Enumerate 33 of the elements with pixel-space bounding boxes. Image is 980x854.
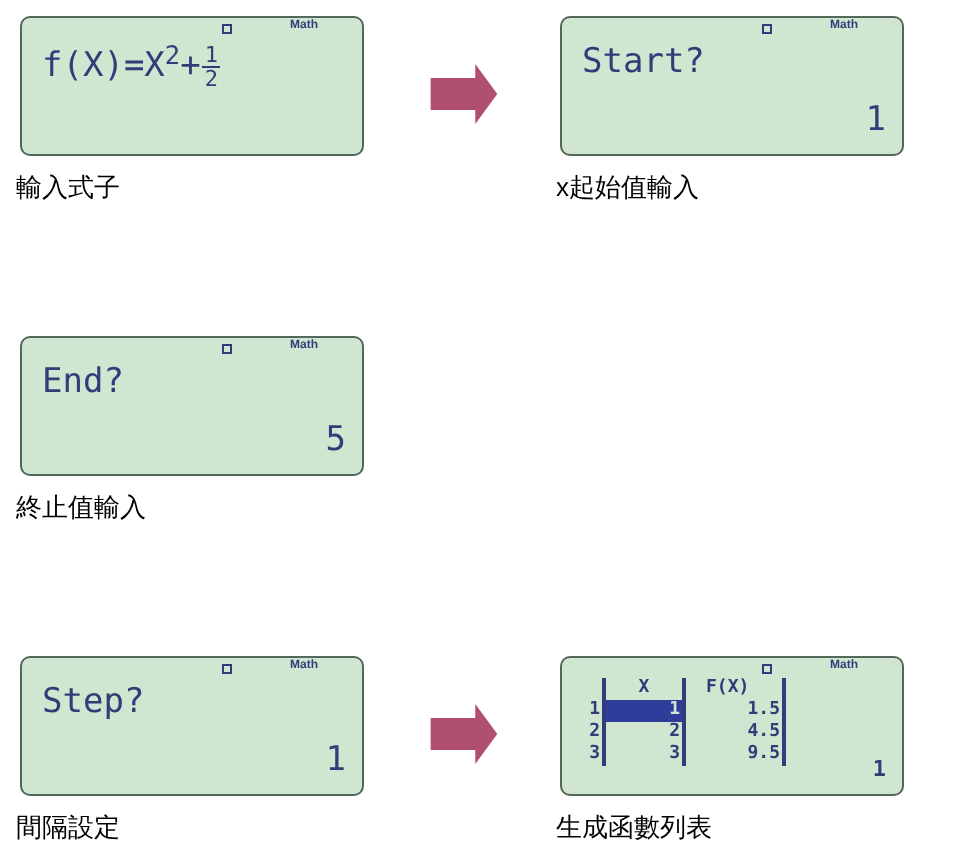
calculator-screen bbox=[20, 336, 364, 476]
column-header: X bbox=[638, 678, 650, 700]
input-value: 1 bbox=[865, 97, 886, 143]
calculator-screen bbox=[20, 656, 364, 796]
column-header: F(X) bbox=[706, 678, 750, 700]
table-cell: 4.5 bbox=[747, 722, 780, 744]
selected-cell: 1 bbox=[606, 700, 682, 722]
row-number: 3 bbox=[589, 744, 600, 766]
calculator-screen bbox=[20, 16, 364, 156]
prompt-text: Start? bbox=[582, 40, 705, 86]
input-value: 1 bbox=[872, 753, 886, 785]
table-cell: 2 bbox=[669, 722, 682, 744]
block-arrow bbox=[430, 704, 498, 764]
table-cell: 3 bbox=[669, 744, 682, 766]
formula-text: f(X)=X$^{2}$+ bbox=[42, 42, 201, 90]
input-value: 5 bbox=[325, 417, 346, 463]
fraction-numerator: 1 bbox=[202, 44, 220, 69]
input-value: 1 bbox=[325, 737, 346, 783]
step-caption: 終止值輸入 bbox=[16, 490, 146, 526]
calculator-screen bbox=[560, 656, 904, 796]
step-caption: 間隔設定 bbox=[16, 810, 120, 846]
calculator-screen bbox=[560, 16, 904, 156]
table-cell: 9.5 bbox=[747, 744, 780, 766]
step-caption: 輸入式子 bbox=[16, 170, 120, 206]
prompt-text: End? bbox=[42, 360, 124, 406]
block-arrow bbox=[430, 64, 498, 124]
step-caption: x起始值輸入 bbox=[556, 170, 699, 206]
row-number: 1 bbox=[589, 700, 600, 722]
step-caption: 生成函數列表 bbox=[556, 810, 712, 846]
fraction-denominator: 2 bbox=[204, 68, 218, 91]
row-number: 2 bbox=[589, 722, 600, 744]
table-cell: 1.5 bbox=[747, 700, 780, 722]
prompt-text: Step? bbox=[42, 680, 145, 726]
